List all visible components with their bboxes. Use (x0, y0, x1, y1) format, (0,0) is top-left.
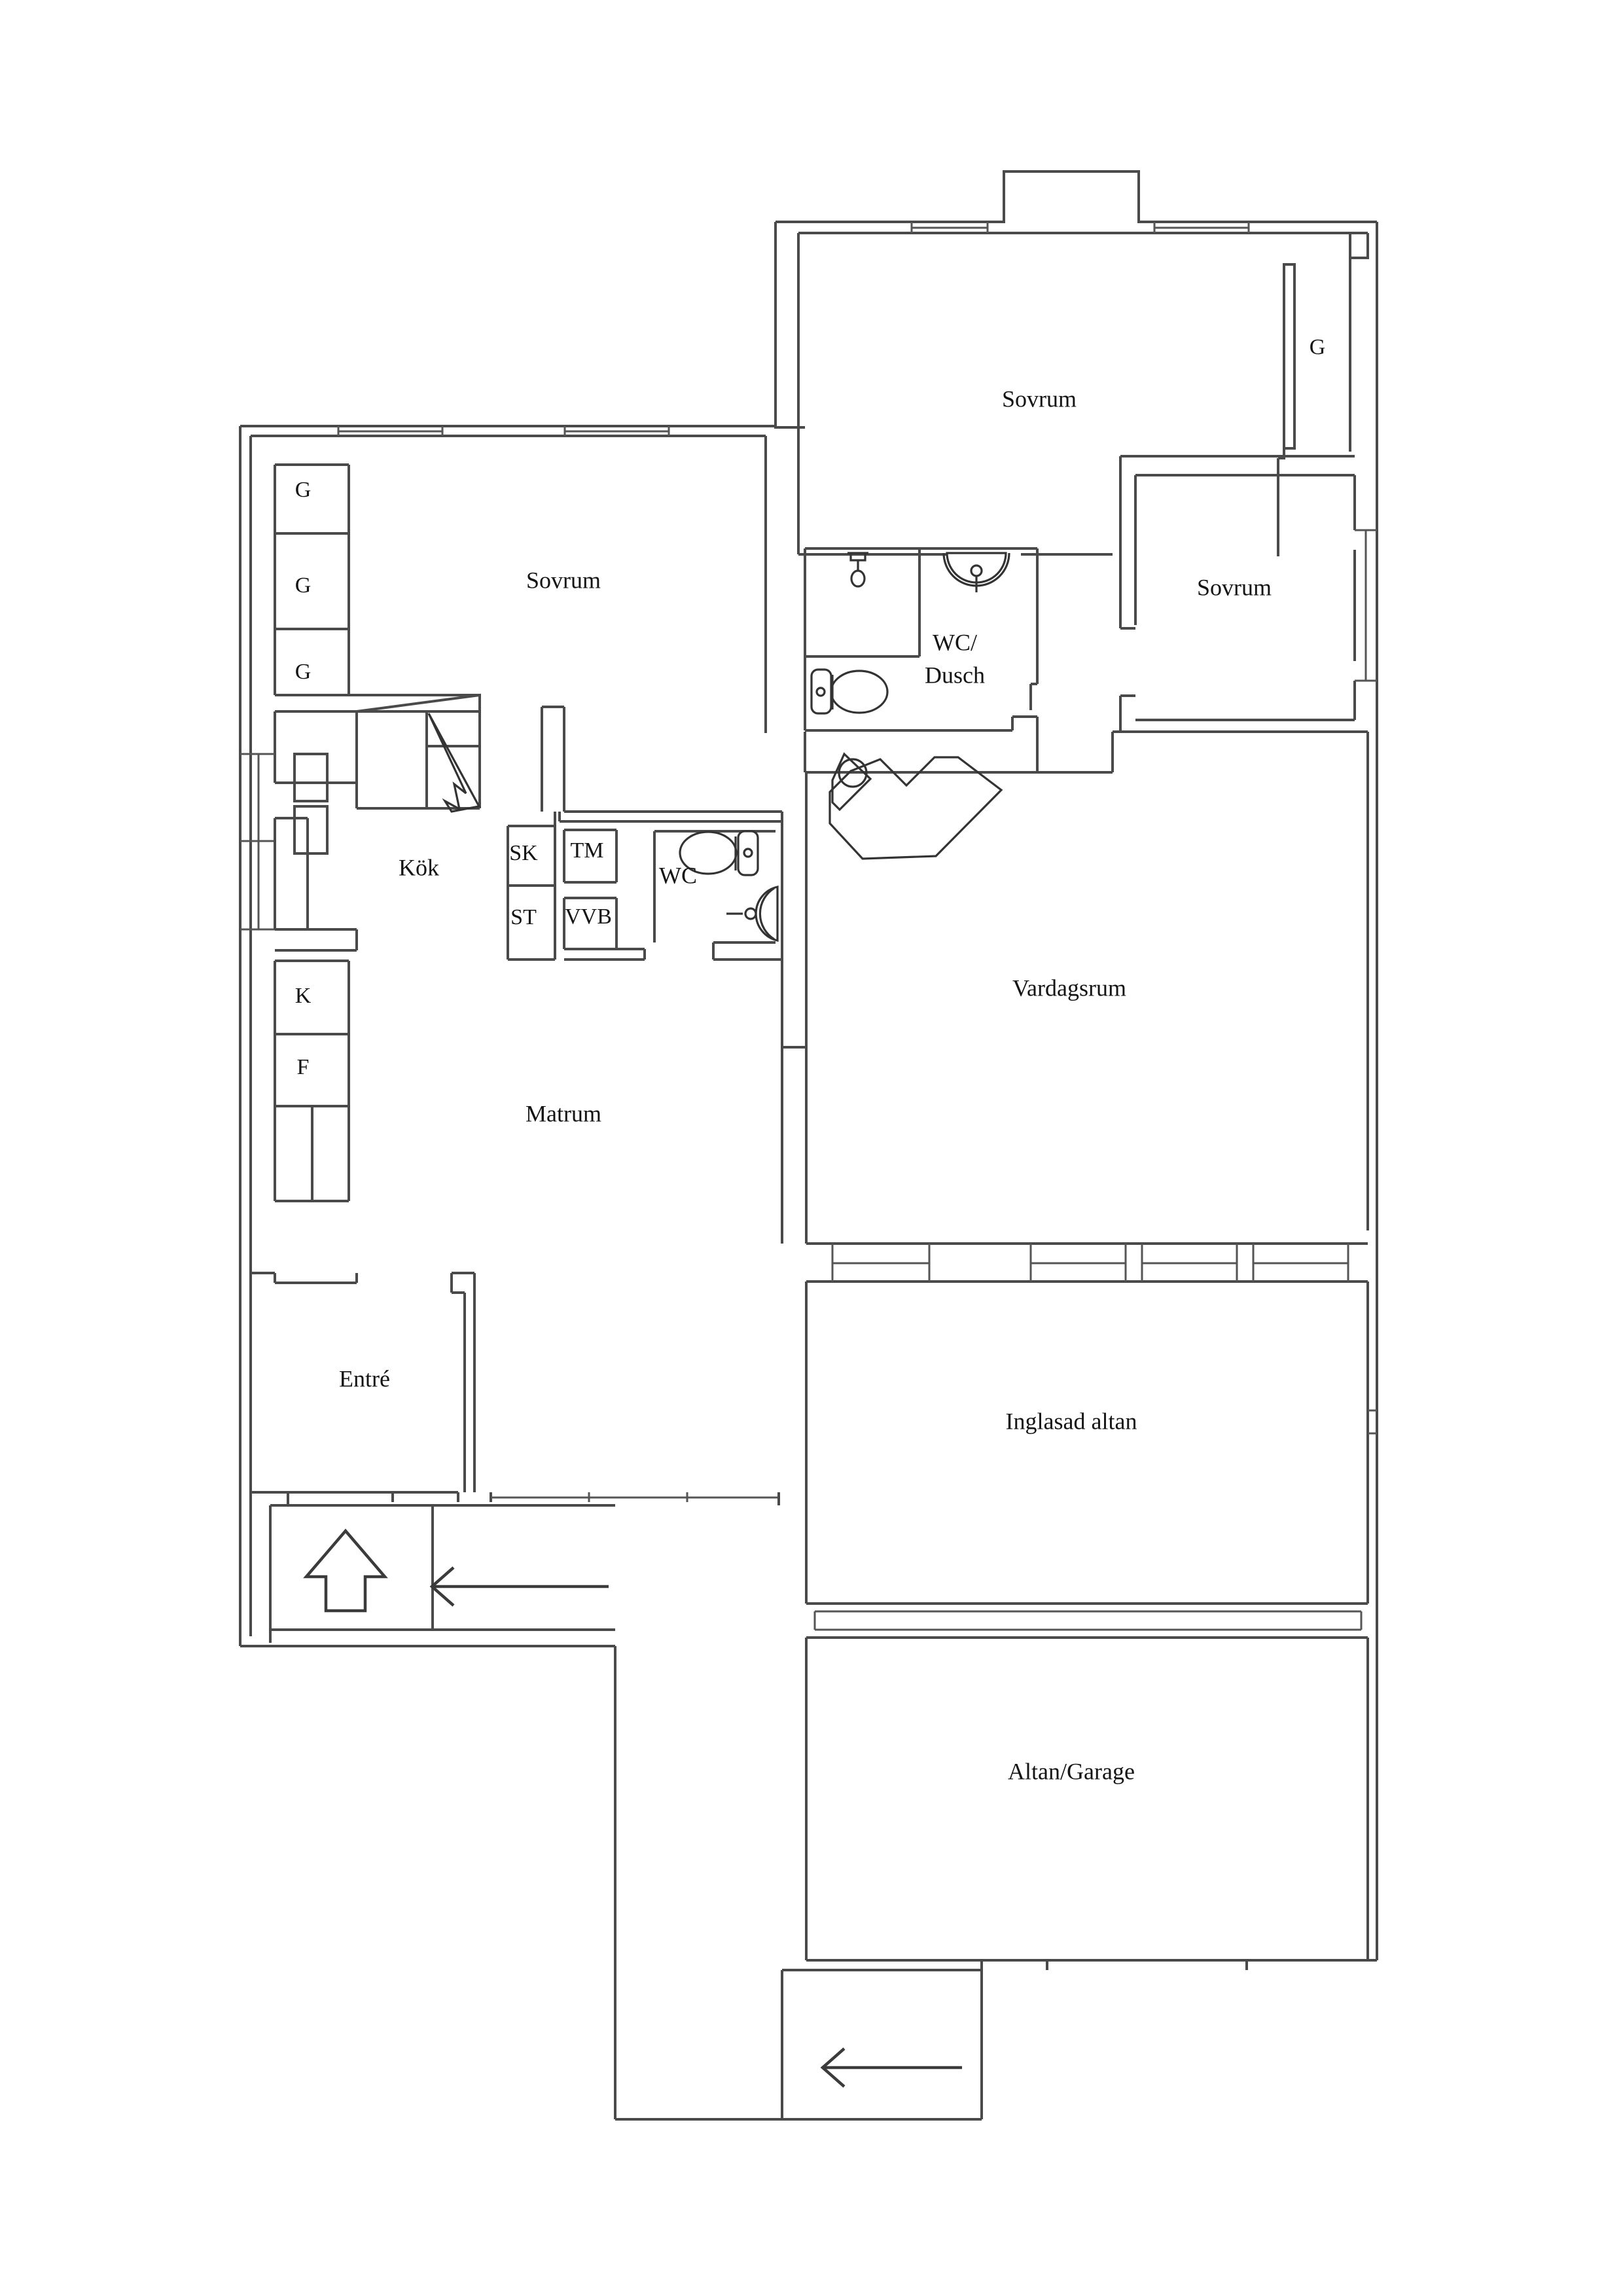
room-label-matrum: Matrum (526, 1100, 601, 1126)
room-entre (249, 1272, 780, 1505)
exterior-walls (239, 170, 1378, 2121)
room-inglasad-altan (805, 1244, 1377, 1631)
closet-tag-g-left-2: G (295, 573, 312, 598)
room-label-sovrum-right-middle: Sovrum (1197, 574, 1272, 600)
entrance-steps (269, 1504, 615, 1643)
room-label-inglasad-altan: Inglasad altan (1006, 1408, 1137, 1434)
room-labels: Sovrum Sovrum Sovrum WC/ Dusch Kök WC Va… (339, 386, 1272, 1784)
room-wc (653, 812, 783, 969)
room-label-sovrum-top-right: Sovrum (1002, 386, 1077, 412)
room-kok (240, 693, 481, 952)
sink-icon (942, 552, 1010, 592)
sink-icon (726, 886, 779, 942)
closet-tag-vvb: VVB (565, 905, 612, 929)
arrow-up-icon (303, 1528, 388, 1613)
room-label-wc: WC (659, 862, 697, 888)
closet-tag-st: ST (510, 905, 537, 929)
room-wc-dusch (804, 547, 1039, 732)
closet-tags: G G G G SK TM ST VVB K F (295, 335, 1326, 1079)
room-sovrum-left (274, 426, 767, 733)
driveway (781, 1969, 982, 2119)
room-label-kok: Kök (399, 854, 439, 880)
shower-head-icon (847, 552, 868, 588)
stairs-icon (427, 713, 481, 813)
room-matrum (251, 969, 806, 1502)
room-label-sovrum-left: Sovrum (526, 567, 601, 593)
room-label-vardagsrum: Vardagsrum (1012, 975, 1126, 1001)
wood-stove-icon (829, 752, 1003, 860)
room-label-entre: Entré (339, 1365, 390, 1391)
toilet-icon (679, 830, 759, 876)
room-sovrum-right-middle (1119, 455, 1377, 732)
closet-tag-g-left-1: G (295, 478, 312, 502)
closet-tag-tm: TM (571, 838, 604, 863)
appliance-tag-f: F (297, 1055, 310, 1079)
room-label-wc-dusch-line1: WC/ (933, 629, 977, 655)
room-label-altan-garage: Altan/Garage (1008, 1758, 1135, 1784)
room-vardagsrum (804, 730, 1369, 1245)
closet-tag-sk: SK (509, 841, 538, 865)
room-altan-garage (805, 1636, 1369, 1970)
appliances-k-f (274, 960, 350, 1202)
closet-tag-g-left-3: G (295, 660, 312, 684)
room-label-wc-dusch-line2: Dusch (925, 662, 985, 688)
utility-closets (507, 706, 782, 961)
room-sovrum-top-right (798, 171, 1369, 556)
closet-tag-g-right: G (1310, 335, 1326, 359)
appliance-tag-k: K (295, 984, 312, 1008)
toilet-icon (810, 668, 889, 715)
